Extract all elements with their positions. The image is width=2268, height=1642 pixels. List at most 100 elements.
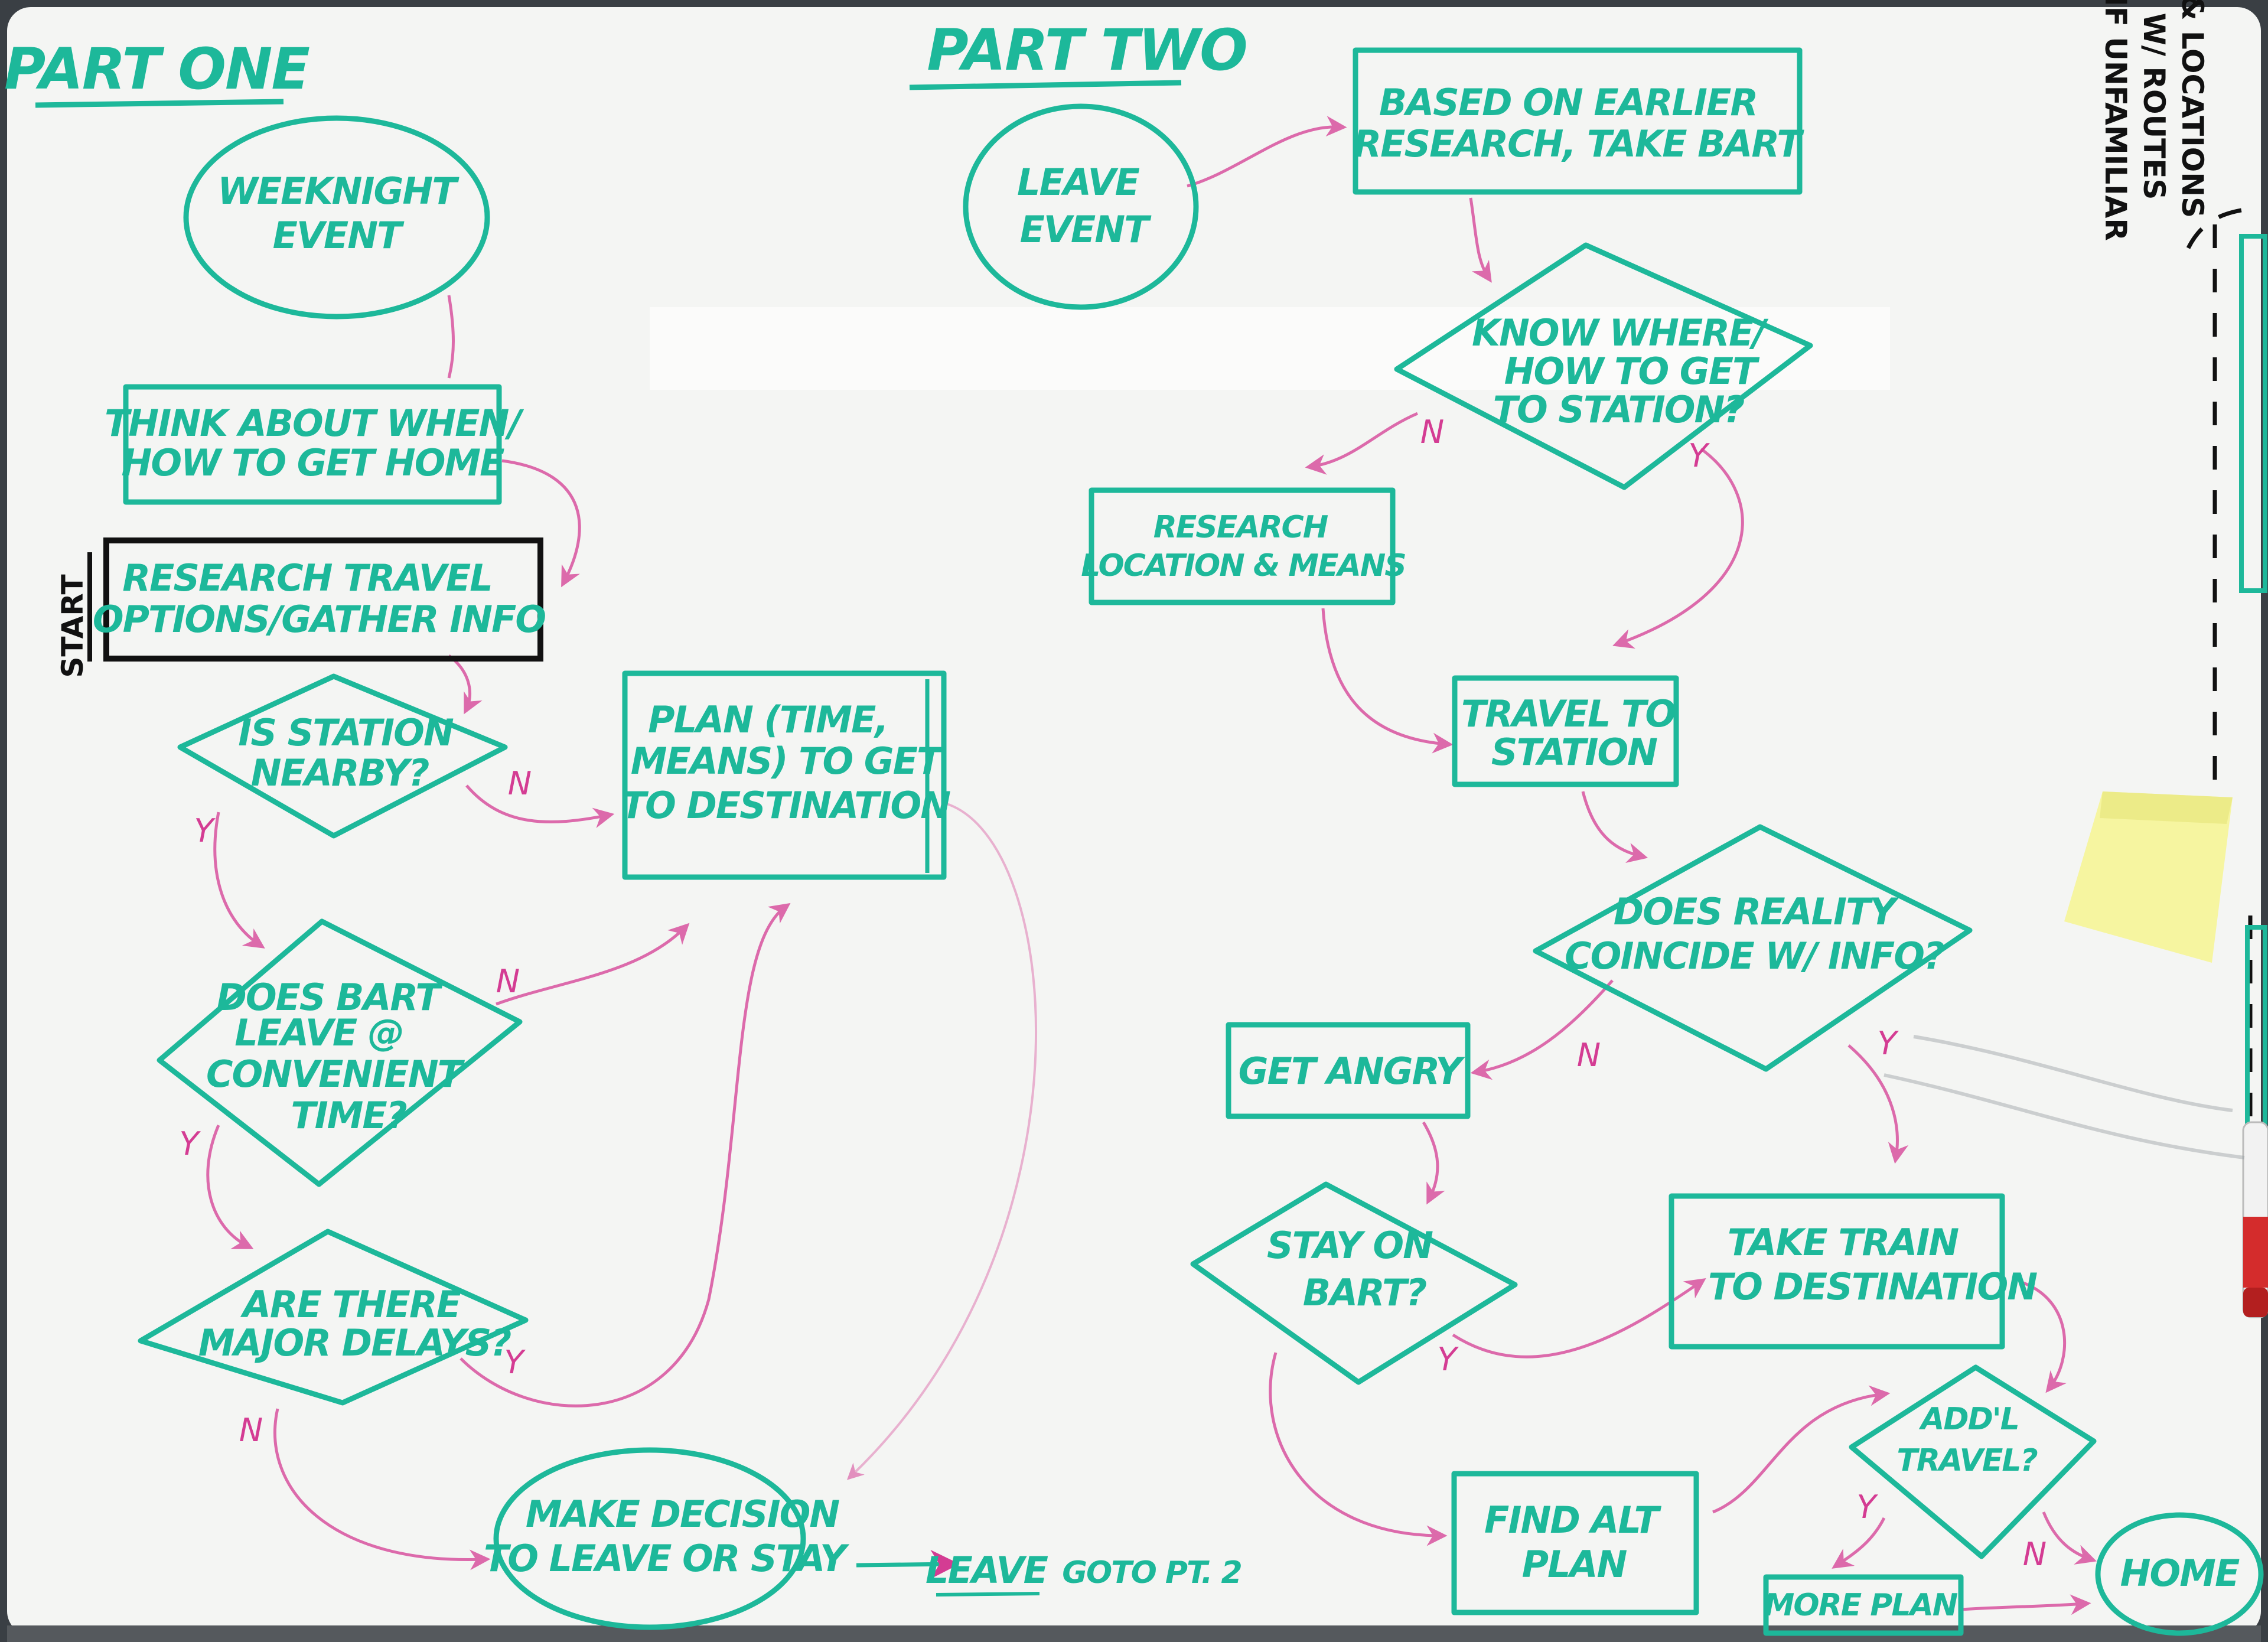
edge-delays-yes bbox=[460, 903, 791, 1408]
edge-travel-to-reality bbox=[1581, 791, 1648, 864]
svg-text:STATION: STATION bbox=[1491, 731, 1657, 774]
edge-decision-to-leave bbox=[856, 1549, 960, 1579]
edge-reality-no bbox=[1470, 979, 1614, 1080]
offscreen-box-edge bbox=[2239, 234, 2267, 593]
svg-text:KNOW WHERE/: KNOW WHERE/ bbox=[1472, 311, 1768, 354]
svg-text:PLAN: PLAN bbox=[1522, 1543, 1627, 1586]
edge-stay-yes bbox=[1452, 1278, 1706, 1358]
svg-text:MAKE DECISION: MAKE DECISION bbox=[526, 1493, 839, 1536]
svg-text:RESEARCH, TAKE BART: RESEARCH, TAKE BART bbox=[1353, 122, 1804, 165]
svg-text:ADD'L: ADD'L bbox=[1918, 1402, 2019, 1437]
svg-text:MAJOR DELAYS?: MAJOR DELAYS? bbox=[198, 1321, 511, 1364]
svg-text:LEAVE @: LEAVE @ bbox=[234, 1011, 403, 1054]
node-is-station-nearby: IS STATION NEARBY? bbox=[177, 673, 508, 839]
svg-text:HOW TO GET HOME: HOW TO GET HOME bbox=[122, 441, 505, 484]
svg-text:N: N bbox=[508, 765, 532, 802]
svg-text:ARE THERE: ARE THERE bbox=[240, 1283, 461, 1326]
svg-text:PLAN (TIME,: PLAN (TIME, bbox=[648, 698, 888, 741]
ghost-marks bbox=[1884, 1035, 2245, 1159]
svg-text:BART?: BART? bbox=[1303, 1271, 1426, 1314]
svg-text:GET ANGRY: GET ANGRY bbox=[1239, 1050, 1466, 1093]
edge-know-no bbox=[1305, 412, 1418, 475]
svg-text:WEEKNIGHT: WEEKNIGHT bbox=[217, 170, 460, 213]
svg-text:STAY ON: STAY ON bbox=[1267, 1224, 1433, 1267]
node-stay-on-bart: STAY ON BART? bbox=[1190, 1181, 1518, 1385]
node-think-about: THINK ABOUT WHEN/ HOW TO GET HOME bbox=[105, 384, 525, 505]
svg-text:N: N bbox=[496, 963, 520, 1000]
edges bbox=[206, 116, 2097, 1615]
svg-text:Y: Y bbox=[1878, 1025, 1899, 1062]
marker-pen bbox=[2242, 1121, 2268, 1318]
node-research-travel: RESEARCH TRAVEL OPTIONS/GATHER INFO bbox=[93, 537, 546, 662]
svg-text:IF UNFAMILIAR: IF UNFAMILIAR bbox=[2098, 0, 2133, 241]
svg-text:COINCIDE W/ INFO?: COINCIDE W/ INFO? bbox=[1565, 934, 1944, 978]
node-plan: PLAN (TIME, MEANS) TO GET TO DESTINATION bbox=[621, 670, 951, 880]
edge-bart-yes bbox=[206, 1125, 254, 1249]
svg-text:HOME: HOME bbox=[2120, 1552, 2240, 1595]
svg-text:Y: Y bbox=[180, 1125, 201, 1162]
svg-text:RESEARCH: RESEARCH bbox=[1153, 510, 1328, 545]
edge-think-to-research bbox=[501, 459, 581, 588]
edge-alt-to-addl bbox=[1712, 1385, 1891, 1514]
edge-know-yes bbox=[1612, 447, 1744, 649]
edge-moreplan-to-home bbox=[1960, 1594, 2091, 1615]
edge-research-to-travel bbox=[1321, 608, 1454, 754]
edge-labels: N Y N Y Y N N Y N Y Y Y N bbox=[180, 413, 2047, 1573]
svg-text:PART TWO: PART TWO bbox=[927, 17, 1246, 83]
svg-text:DOES BART: DOES BART bbox=[216, 976, 443, 1019]
svg-text:GOTO PT. 2: GOTO PT. 2 bbox=[1062, 1555, 1241, 1591]
svg-text:MORE PLAN: MORE PLAN bbox=[1764, 1588, 1958, 1623]
whiteboard-glare bbox=[650, 307, 1890, 390]
part-one-header: PART ONE bbox=[4, 36, 311, 108]
svg-text:EVENT: EVENT bbox=[1020, 208, 1152, 251]
edge-addl-no bbox=[2042, 1511, 2097, 1565]
svg-text:Y: Y bbox=[504, 1344, 526, 1381]
svg-text:EVENT: EVENT bbox=[273, 214, 405, 257]
node-get-angry: GET ANGRY bbox=[1226, 1022, 1471, 1119]
svg-text:TRAVEL?: TRAVEL? bbox=[1896, 1443, 2037, 1478]
svg-text:W/ ROUTES: W/ ROUTES bbox=[2137, 13, 2171, 200]
node-find-alt-plan: FIND ALT PLAN bbox=[1451, 1471, 1699, 1615]
svg-text:& LOCATIONS: & LOCATIONS bbox=[2175, 0, 2210, 218]
svg-text:Y: Y bbox=[1438, 1341, 1459, 1378]
node-does-bart-leave: DOES BART LEAVE @ CONVENIENT TIME? bbox=[157, 918, 523, 1187]
node-leave-event: LEAVE EVENT bbox=[963, 103, 1199, 310]
whiteboard-surface bbox=[7, 7, 2261, 1635]
edge-bart-no bbox=[496, 923, 690, 1006]
svg-text:N: N bbox=[239, 1412, 263, 1449]
part-two-header: PART TWO bbox=[909, 17, 1248, 90]
node-weeknight-event: WEEKNIGHT EVENT bbox=[183, 115, 490, 320]
edge-based-to-know bbox=[1469, 197, 1492, 283]
svg-text:TO DESTINATION: TO DESTINATION bbox=[1708, 1265, 2037, 1308]
edge-take-to-addl bbox=[2019, 1280, 2067, 1393]
svg-text:LEAVE: LEAVE bbox=[926, 1549, 1048, 1592]
svg-text:HOW TO GET: HOW TO GET bbox=[1504, 350, 1760, 393]
edge-reality-yes bbox=[1847, 1044, 1909, 1164]
node-based-on-research: BASED ON EARLIER RESEARCH, TAKE BART bbox=[1353, 47, 1806, 195]
node-more-plan: MORE PLAN bbox=[1763, 1574, 1964, 1636]
svg-text:Y: Y bbox=[1689, 437, 1710, 474]
svg-text:NEARBY?: NEARBY? bbox=[251, 751, 429, 794]
svg-text:N: N bbox=[1577, 1037, 1601, 1074]
node-travel-to-station: TRAVEL TO STATION bbox=[1452, 675, 1679, 787]
edge-addl-yes bbox=[1832, 1517, 1886, 1569]
sticky-note bbox=[2064, 791, 2233, 963]
svg-text:TO DESTINATION: TO DESTINATION bbox=[621, 784, 950, 827]
svg-text:TO LEAVE OR STAY: TO LEAVE OR STAY bbox=[484, 1537, 850, 1580]
start-label: START bbox=[56, 552, 92, 678]
svg-text:TIME?: TIME? bbox=[291, 1094, 406, 1137]
edge-station-yes bbox=[213, 812, 265, 949]
svg-text:TO STATION?: TO STATION? bbox=[1493, 388, 1745, 431]
svg-text:Y: Y bbox=[194, 812, 216, 849]
svg-text:LEAVE: LEAVE bbox=[1017, 161, 1140, 204]
node-home: HOME bbox=[2095, 1512, 2264, 1636]
svg-text:N: N bbox=[1420, 413, 1444, 451]
svg-text:TAKE TRAIN: TAKE TRAIN bbox=[1728, 1221, 1959, 1264]
edge-event-to-think bbox=[447, 295, 455, 379]
svg-text:IS STATION: IS STATION bbox=[238, 711, 454, 754]
dashed-boundary bbox=[2186, 207, 2253, 1211]
edge-plan-to-decision bbox=[846, 802, 1038, 1480]
edge-leave-to-based bbox=[1187, 116, 1347, 188]
node-make-decision: MAKE DECISION TO LEAVE OR STAY bbox=[484, 1447, 851, 1630]
